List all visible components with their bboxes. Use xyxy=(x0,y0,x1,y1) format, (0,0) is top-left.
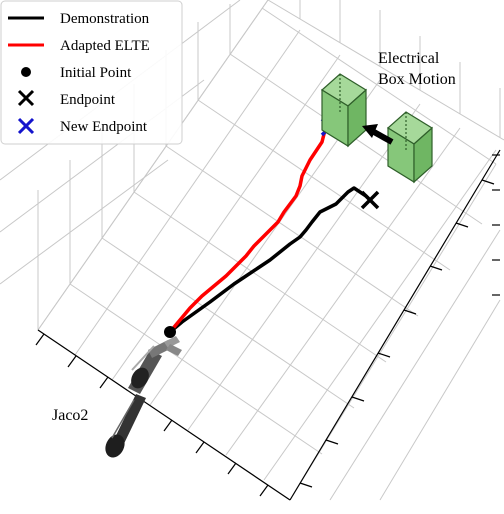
legend-label-demonstration: Demonstration xyxy=(60,11,150,27)
legend-swatch-endpoint xyxy=(17,89,35,107)
box-motion-label-line1: Electrical xyxy=(378,50,440,67)
electrical-box-original xyxy=(386,111,434,184)
endpoint-marker xyxy=(360,190,380,210)
legend-label-adapted-elte: Adapted ELTE xyxy=(60,38,150,54)
legend-swatch-new-endpoint xyxy=(17,117,35,135)
legend-frame xyxy=(0,0,183,145)
y-axis-line xyxy=(289,149,501,501)
box-motion-label-line2: Box Motion xyxy=(378,71,456,88)
initial-point-marker xyxy=(164,326,176,338)
legend-label-new-endpoint: New Endpoint xyxy=(60,119,148,135)
axis-edges xyxy=(35,149,501,501)
legend-label-initial-point: Initial Point xyxy=(60,65,132,81)
robot-label: Jaco2 xyxy=(52,407,88,424)
demonstration-trajectory xyxy=(168,186,372,334)
x-axis-line xyxy=(37,329,291,501)
jaco2-robot-arm xyxy=(105,336,182,458)
electrical-box-target xyxy=(320,73,368,148)
legend: Demonstration Adapted ELTE Initial Point… xyxy=(0,0,183,145)
legend-swatch-initial-point xyxy=(21,67,31,77)
legend-label-endpoint: Endpoint xyxy=(60,92,116,108)
adapted-elte-trajectory xyxy=(168,122,332,334)
box-motion-arrow xyxy=(362,124,394,145)
